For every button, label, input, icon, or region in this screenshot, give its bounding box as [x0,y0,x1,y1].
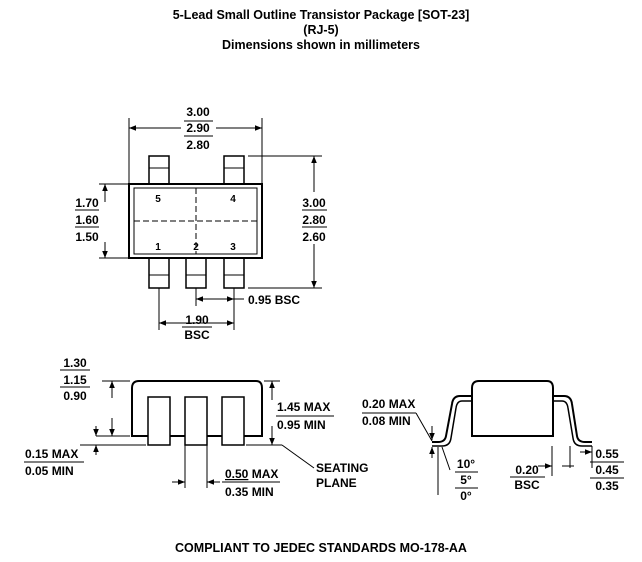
height-max: 1.30 [63,356,87,370]
jedec-compliance-note: COMPLIANT TO JEDEC STANDARDS MO-178-AA [175,541,467,555]
drawing-header: 5-Lead Small Outline Transistor Package … [0,8,642,53]
end-view-body [471,380,554,437]
end-view [362,380,624,495]
pin-label-4: 4 [230,194,236,205]
total-height-max: 1.45 MAX [277,400,330,414]
pin-3-lead [223,257,245,289]
body-width-max: 1.70 [75,196,99,210]
lead-thickness-min: 0.08 MIN [362,414,411,428]
foot-bsc-value: 0.20 [515,463,539,477]
pitch-label: 0.95 BSC [248,293,300,307]
pin-label-1: 1 [155,242,161,253]
lead-width-min: 0.35 MIN [225,485,274,499]
lead-thickness-max: 0.20 MAX [362,397,415,411]
span-value: 1.90 [185,313,209,327]
pin-label-2: 2 [193,242,199,253]
pin-5-lead [148,155,170,185]
overall-length-min: 2.60 [302,230,326,244]
end-view-left-lead [432,395,472,443]
body-width-nom: 1.60 [75,213,99,227]
pin-2-lead [185,257,207,289]
foot-length-nom: 0.45 [595,463,619,477]
top-view [75,118,327,330]
package-title: 5-Lead Small Outline Transistor Package … [172,8,470,22]
side-lead-3 [221,396,245,446]
angle-min: 0° [460,489,472,503]
width-max: 3.00 [186,105,210,119]
overall-length-max: 3.00 [302,196,326,210]
side-lead-1 [147,396,171,446]
seating-plane-line-2: PLANE [316,476,357,490]
units-note: Dimensions shown in millimeters [222,38,420,52]
seating-plane-line-1: SEATING [316,461,368,475]
angle-max: 10° [457,457,475,471]
lead-width-max: 0.50 MAX [225,467,278,481]
height-nom: 1.15 [63,373,87,387]
angle-nom: 5° [460,473,472,487]
package-code: (RJ-5) [303,23,339,37]
end-view-right-lead [553,395,592,443]
lead-width-max-suffix: MAX [252,467,279,481]
pin-label-3: 3 [230,242,236,253]
foot-length-max: 0.55 [595,447,619,461]
foot-length-min: 0.35 [595,479,619,493]
foot-bsc-suffix: BSC [514,478,540,492]
total-height-min: 0.95 MIN [277,418,326,432]
standoff-max: 0.15 MAX [25,447,78,461]
side-view [24,369,334,488]
overall-length-nom: 2.80 [302,213,326,227]
span-suffix: BSC [184,328,210,342]
width-min: 2.80 [186,138,210,152]
standoff-min: 0.05 MIN [25,464,74,478]
lead-width-max-value: 0.50 [225,467,249,481]
pin-1-lead [148,257,170,289]
pin-4-lead [223,155,245,185]
pin-label-5: 5 [155,194,161,205]
body-width-min: 1.50 [75,230,99,244]
width-nom: 2.90 [186,121,210,135]
height-min: 0.90 [63,389,87,403]
side-lead-2 [184,396,208,446]
